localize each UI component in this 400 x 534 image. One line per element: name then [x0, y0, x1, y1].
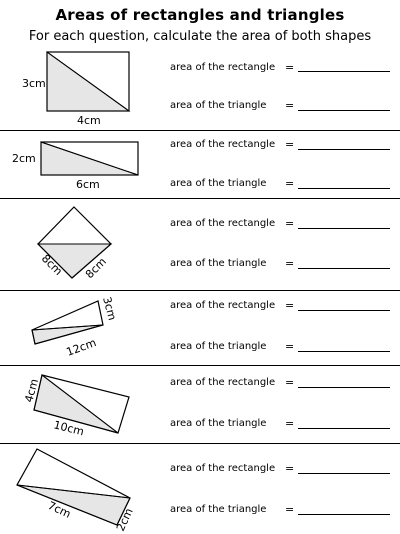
equals-sign: = [285, 138, 295, 151]
rectangle-answer-line[interactable] [298, 149, 390, 150]
q4-width-label: 3cm [100, 295, 119, 321]
q1-rectangle [46, 51, 130, 112]
triangle-answer-line[interactable] [298, 110, 390, 111]
equals-sign: = [285, 503, 295, 516]
rectangle-area-label: area of the rectangle [170, 139, 276, 150]
q2-diagonal [40, 141, 139, 176]
divider [0, 443, 400, 444]
rectangle-area-label: area of the rectangle [170, 300, 276, 311]
rectangle-area-label: area of the rectangle [170, 377, 276, 388]
divider [0, 198, 400, 199]
rectangle-answer-line[interactable] [298, 228, 390, 229]
triangle-area-label: area of the triangle [170, 100, 267, 111]
q5-height-label: 4cm [22, 377, 41, 403]
divider [0, 365, 400, 366]
rectangle-area-label: area of the rectangle [170, 463, 276, 474]
equals-sign: = [285, 257, 295, 270]
equals-sign: = [285, 340, 295, 353]
equals-sign: = [285, 376, 295, 389]
triangle-answer-line[interactable] [298, 428, 390, 429]
q4-length-label: 12cm [65, 336, 98, 359]
q6-figure: 7cm 2cm [16, 448, 136, 533]
rectangle-answer-line[interactable] [298, 71, 390, 72]
q6-diagonal [16, 484, 131, 499]
q5-figure: 4cm 10cm [22, 374, 130, 438]
q4-diagonal [31, 324, 104, 331]
equals-sign: = [285, 462, 295, 475]
triangle-answer-line[interactable] [298, 268, 390, 269]
equals-sign: = [285, 61, 295, 74]
q2-width-label: 6cm [76, 178, 100, 191]
rectangle-answer-line[interactable] [298, 310, 390, 311]
page-title: Areas of rectangles and triangles [55, 6, 345, 24]
rectangle-answer-line[interactable] [298, 473, 390, 474]
q4-figure: 3cm 12cm [31, 295, 119, 359]
triangle-answer-line[interactable] [298, 351, 390, 352]
page-subtitle: For each question, calculate the area of… [28, 29, 372, 44]
triangle-area-label: area of the triangle [170, 418, 267, 429]
triangle-area-label: area of the triangle [170, 504, 267, 515]
q5-diagonal [41, 374, 119, 434]
equals-sign: = [285, 299, 295, 312]
q3-square [37, 206, 112, 279]
q2-height-label: 2cm [12, 152, 36, 165]
divider [0, 130, 400, 131]
triangle-area-label: area of the triangle [170, 258, 267, 269]
equals-sign: = [285, 417, 295, 430]
equals-sign: = [285, 217, 295, 230]
rectangle-answer-line[interactable] [298, 387, 390, 388]
rectangle-area-label: area of the rectangle [170, 218, 276, 229]
equals-sign: = [285, 177, 295, 190]
q3-figure: 8cm 8cm [36, 206, 113, 281]
triangle-answer-line[interactable] [298, 514, 390, 515]
q6-rectangle [16, 448, 131, 526]
divider [0, 290, 400, 291]
q2-rectangle [40, 141, 139, 176]
q2-figure: 2cm 6cm [12, 141, 139, 191]
rectangle-area-label: area of the rectangle [170, 62, 276, 73]
q1-figure: 3cm 4cm [22, 51, 131, 127]
triangle-area-label: area of the triangle [170, 341, 267, 352]
q1-width-label: 4cm [77, 114, 101, 127]
triangle-area-label: area of the triangle [170, 178, 267, 189]
q1-diagonal [46, 51, 130, 112]
q1-height-label: 3cm [22, 77, 46, 90]
triangle-answer-line[interactable] [298, 188, 390, 189]
equals-sign: = [285, 99, 295, 112]
